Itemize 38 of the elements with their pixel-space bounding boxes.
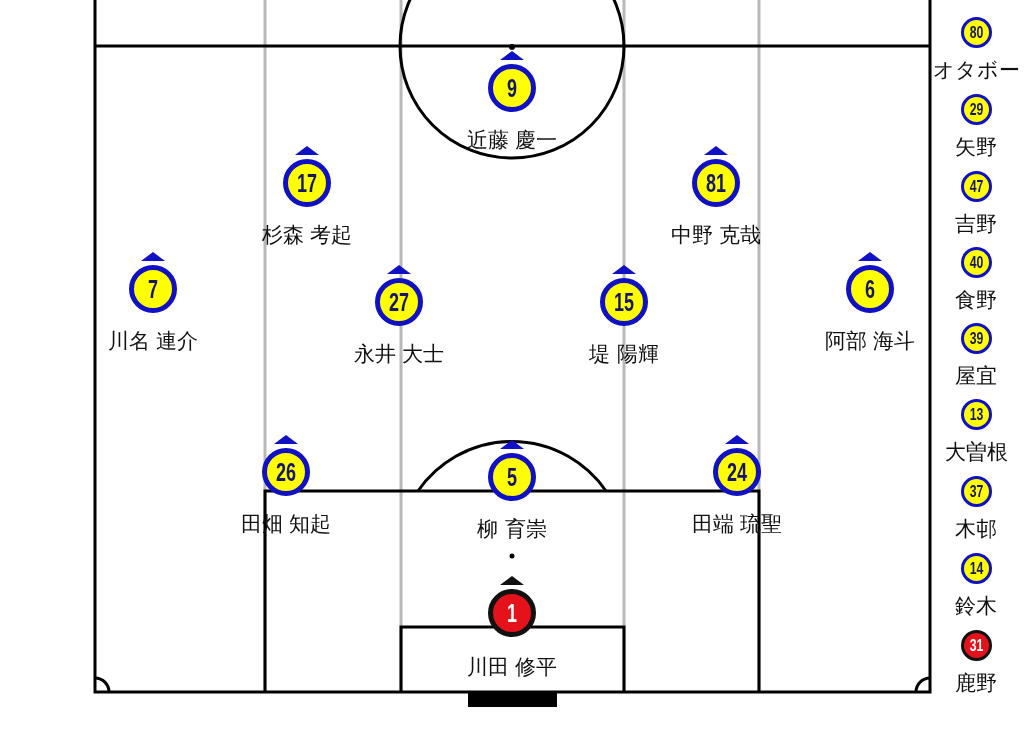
player-name: 木邨 (955, 517, 997, 542)
player-name: 阿部 海斗 (824, 329, 916, 354)
player-name: 食野 (955, 288, 997, 313)
player-marker: 27 (375, 278, 423, 326)
player-name: 柳 育崇 (477, 517, 547, 542)
player-marker: 80 (960, 16, 992, 48)
player-marker: 13 (960, 398, 992, 430)
player-name: 永井 大士 (353, 342, 445, 367)
player-marker: 7 (129, 265, 177, 313)
player-marker: 29 (960, 93, 992, 125)
player-marker: 15 (600, 278, 648, 326)
player-marker: 5 (488, 453, 536, 501)
player-name: 堤 陽輝 (589, 342, 659, 367)
player-name: 矢野 (955, 135, 997, 160)
player-name: オタボー (932, 58, 1020, 83)
player-name: 吉野 (955, 212, 997, 237)
player-marker: 26 (262, 448, 310, 496)
player-marker: 6 (846, 265, 894, 313)
player-name: 大曽根 (944, 440, 1008, 465)
player-marker: 24 (713, 448, 761, 496)
player-marker: 17 (283, 159, 331, 207)
player-marker: 47 (960, 170, 992, 202)
player-marker: 81 (692, 159, 740, 207)
player-marker: 1 (488, 589, 536, 637)
player-name: 川田 修平 (466, 655, 558, 680)
player-name: 屋宜 (955, 364, 997, 389)
player-name: 中野 克哉 (670, 223, 762, 248)
player-marker: 37 (960, 475, 992, 507)
player-marker: 9 (488, 64, 536, 112)
player-marker: 39 (960, 322, 992, 354)
player-marker: 14 (960, 552, 992, 584)
player-marker: 40 (960, 246, 992, 278)
player-name: 杉森 考起 (261, 223, 353, 248)
player-name: 近藤 慶一 (466, 128, 558, 153)
player-name: 川名 連介 (107, 329, 199, 354)
player-name: 鹿野 (955, 671, 997, 696)
player-name: 鈴木 (955, 594, 997, 619)
player-marker: 31 (960, 629, 992, 661)
